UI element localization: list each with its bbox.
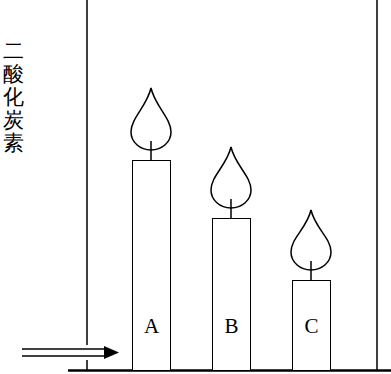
- candle: B: [212, 218, 251, 371]
- container-wall: [86, 0, 88, 345]
- gas-inlet-arrow: [22, 346, 119, 359]
- container-wall: [376, 0, 378, 370]
- candle-label: C: [304, 316, 318, 337]
- wick: [230, 199, 232, 218]
- flame: [131, 88, 171, 150]
- wick: [310, 261, 312, 280]
- candle-label: A: [144, 316, 159, 337]
- flame: [211, 147, 251, 208]
- gas-label: 二酸化炭素: [3, 40, 24, 155]
- candle-label: B: [224, 316, 238, 337]
- candle: A: [132, 160, 171, 371]
- candle: C: [292, 280, 331, 371]
- wick: [150, 141, 152, 160]
- container-wall: [86, 360, 88, 370]
